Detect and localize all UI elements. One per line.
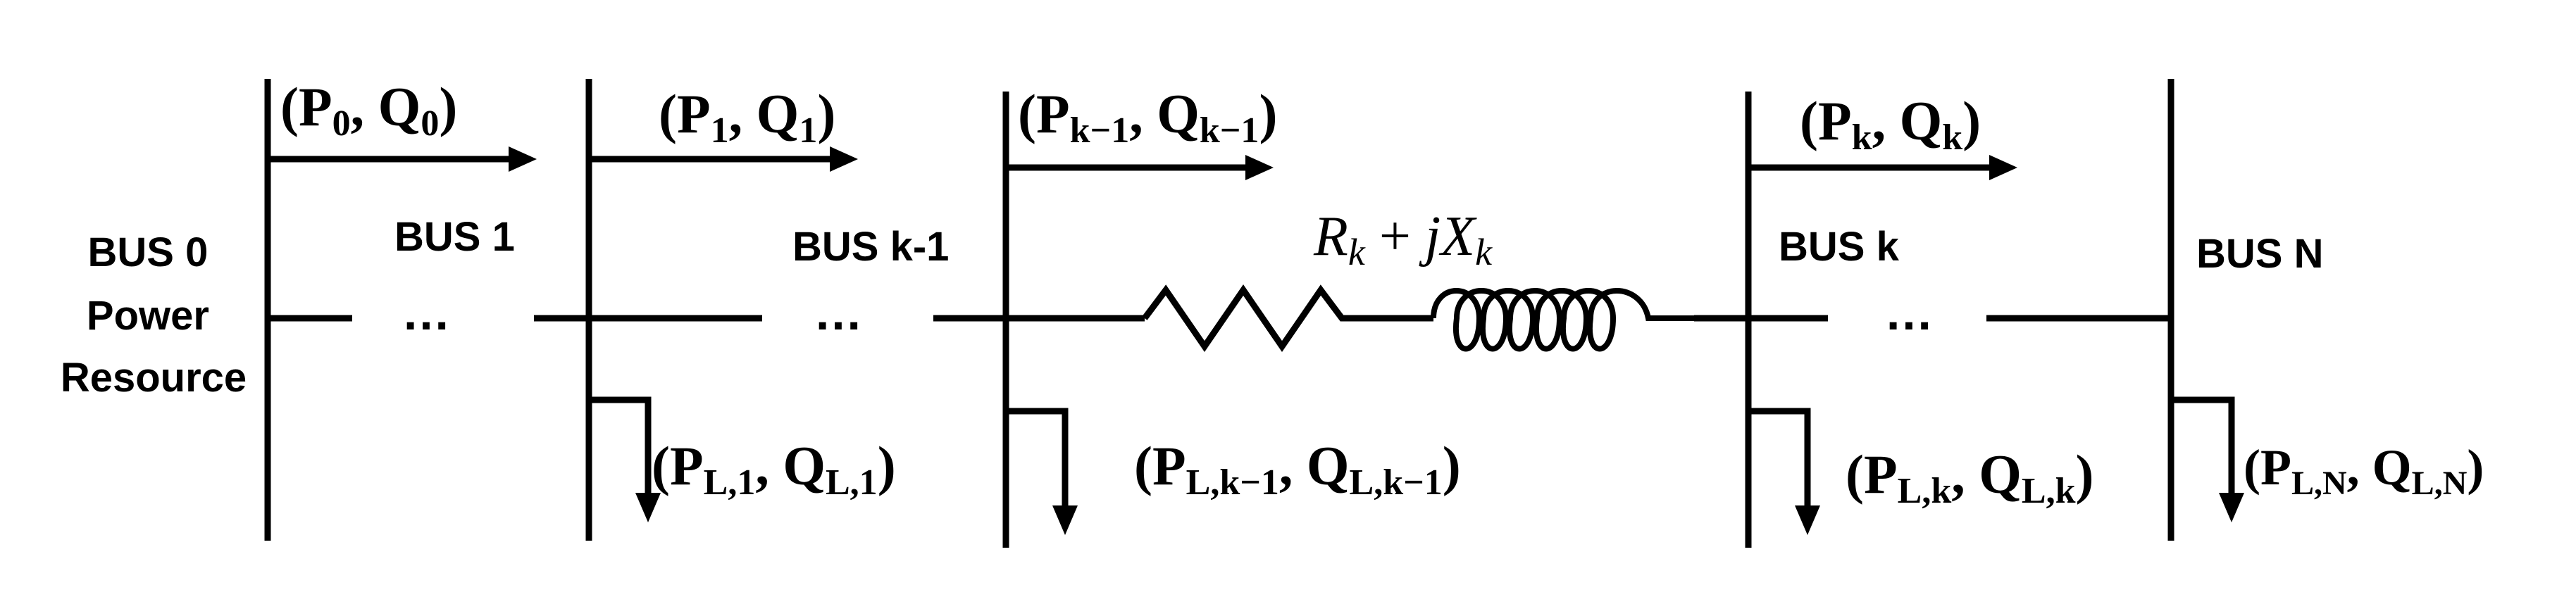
bus-N-label: BUS N [2196,231,2323,277]
arrowhead-icon [635,493,661,522]
arrowhead-icon [1989,155,2017,180]
load-arrow-k [1748,408,1811,505]
bus-k-1-label: BUS k-1 [792,224,949,270]
ellipsis: … [402,285,451,340]
ellipsis: … [1884,285,1934,340]
arrowhead-icon [830,146,858,172]
arrowhead-icon [2219,493,2244,522]
bus-1-label: BUS 1 [394,214,515,260]
load-N-label: (PL,N, QL,N) [2244,439,2484,502]
load-arrow-k-1 [1006,408,1069,505]
bus-0-label: BUS 0 Power Resource [61,230,247,401]
bus-k-label: BUS k [1779,224,1900,270]
load-arrow-N [2171,396,2235,493]
flow-0-label: (P0, Q0) [280,76,457,144]
arrowhead-icon [1795,505,1820,535]
load-arrow-1 [589,396,652,493]
arrowhead-icon [509,146,537,172]
impedance-label: Rk + jXk [1313,206,1493,273]
ellipsis: … [814,285,863,340]
load-k-label: (PL,k, QL,k) [1846,444,2094,511]
resistor-symbol [1142,284,1433,352]
flow-k-label: (Pk, Qk) [1800,90,1981,158]
arrowhead-icon [1052,505,1078,535]
arrowhead-icon [1245,155,1274,180]
load-k-1-label: (PL,k−1, QL,k−1) [1134,435,1461,503]
flow-k-1-label: (Pk−1, Qk−1) [1018,83,1277,151]
load-1-label: (PL,1, QL,1) [652,435,896,503]
inductor-symbol [1431,288,1694,352]
flow-1-label: (P1, Q1) [659,83,835,151]
